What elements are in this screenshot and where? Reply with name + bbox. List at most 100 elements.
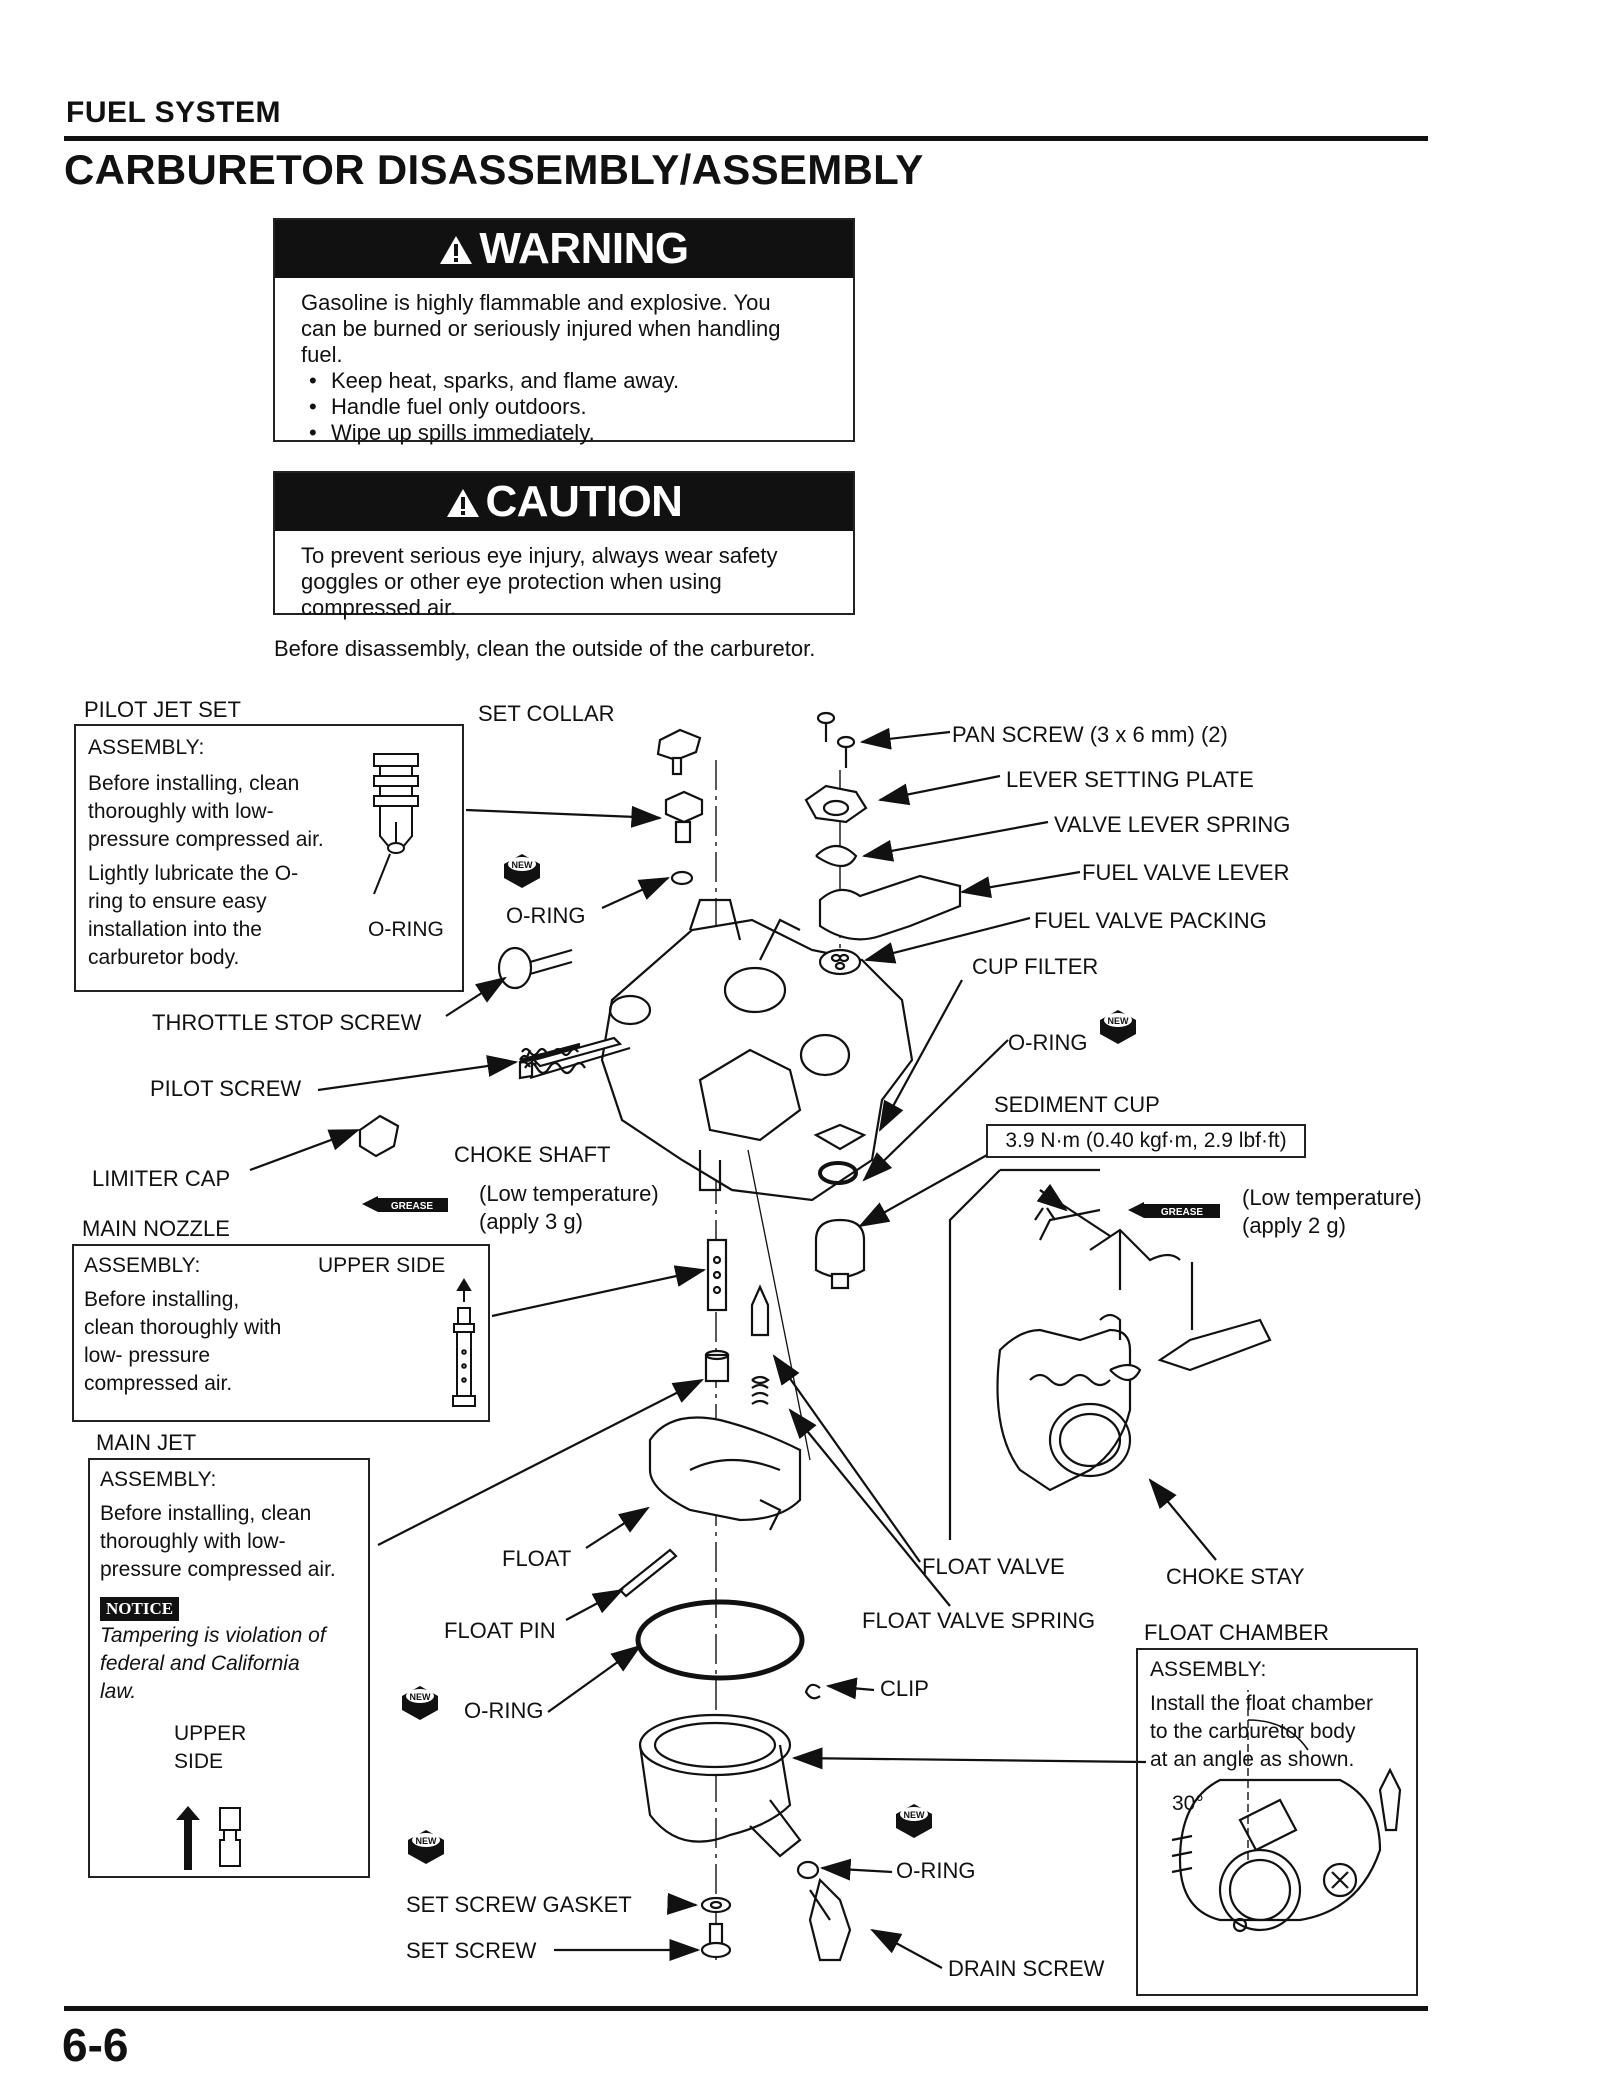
caution-line: To prevent serious eye injury, always we… (301, 543, 778, 568)
grease-icon: GREASE (1126, 1196, 1226, 1229)
warning-line: fuel. (301, 342, 343, 367)
section-header: FUEL SYSTEM (66, 96, 281, 129)
clip-label: CLIP (880, 1676, 929, 1701)
pilot-screw-label: PILOT SCREW (150, 1076, 302, 1101)
main-jet-assembly-box: ASSEMBLY: Before installing, clean thoro… (88, 1458, 370, 1878)
set-screw-label: SET SCREW (406, 1938, 537, 1963)
set-screw-gasket-label: SET SCREW GASKET (406, 1892, 632, 1917)
pilot-jet-oring-label: O-RING (368, 918, 444, 941)
pilot-jet-line: Lightly lubricate the O- (88, 862, 299, 885)
warning-bullets: Keep heat, sparks, and flame away. Handl… (301, 368, 827, 446)
set-collar-label: SET COLLAR (478, 701, 615, 726)
new-part-icon: NEW (504, 854, 540, 888)
pilot-jet-assembly-heading: ASSEMBLY: (88, 736, 205, 759)
float-pin-label: FLOAT PIN (444, 1618, 556, 1643)
lever-setting-plate-label: LEVER SETTING PLATE (1006, 767, 1254, 792)
svg-text:NEW: NEW (410, 1692, 432, 1702)
page-title: CARBURETOR DISASSEMBLY/ASSEMBLY (64, 146, 924, 193)
pilot-jet-set-label: PILOT JET SET (84, 697, 241, 722)
float-valve-label: FLOAT VALVE (922, 1554, 1065, 1579)
main-nozzle-line: low- pressure (84, 1344, 211, 1367)
sediment-cup-label: SEDIMENT CUP (994, 1092, 1160, 1117)
main-jet-line: thoroughly with low- (100, 1530, 286, 1553)
main-nozzle-line: Before installing, (84, 1288, 240, 1311)
angle-label: 30° (1172, 1792, 1204, 1815)
new-part-icon: NEW (408, 1830, 444, 1864)
fuel-valve-packing-label: FUEL VALVE PACKING (1034, 908, 1267, 933)
warning-bullet: Wipe up spills immediately. (309, 420, 827, 446)
main-nozzle-assembly-box: ASSEMBLY: UPPER SIDE Before installing, … (72, 1244, 490, 1422)
main-jet-label: MAIN JET (96, 1430, 197, 1455)
float-chamber-line: to the carburetor body (1150, 1720, 1356, 1743)
svg-text:NEW: NEW (416, 1836, 438, 1846)
warning-triangle-icon (439, 222, 473, 280)
main-nozzle-line: compressed air. (84, 1372, 233, 1395)
float-chamber-assembly-heading: ASSEMBLY: (1150, 1658, 1267, 1681)
warning-banner-text: WARNING (479, 224, 689, 273)
grease-icon: GREASE (360, 1190, 452, 1223)
o-ring-drain-label: O-RING (896, 1858, 976, 1883)
caution-banner: CAUTION (275, 473, 853, 531)
caution-text: To prevent serious eye injury, always we… (275, 531, 853, 633)
main-nozzle-assembly-heading: ASSEMBLY: (84, 1254, 201, 1277)
pilot-jet-line: ring to ensure easy (88, 890, 267, 913)
float-chamber-assembly-box: ASSEMBLY: Install the float chamber to t… (1136, 1648, 1418, 1996)
header-rule (64, 136, 1428, 141)
svg-text:NEW: NEW (512, 860, 534, 870)
svg-text:GREASE: GREASE (391, 1201, 434, 1212)
caution-box: CAUTION To prevent serious eye injury, a… (273, 471, 855, 620)
main-nozzle-icon (452, 1278, 476, 1407)
warning-line: Gasoline is highly flammable and explosi… (301, 290, 771, 315)
valve-lever-spring-label: VALVE LEVER SPRING (1054, 812, 1291, 837)
low-temp-line: (Low temperature) (1242, 1185, 1422, 1210)
caution-line: compressed air. (301, 595, 457, 620)
main-nozzle-line: clean thoroughly with (84, 1316, 282, 1339)
main-jet-icon (176, 1806, 241, 1870)
caution-triangle-icon (446, 475, 480, 533)
main-nozzle-upper-side: UPPER SIDE (318, 1254, 446, 1277)
cup-filter-label: CUP FILTER (972, 954, 1099, 979)
footer-rule (64, 2006, 1428, 2011)
float-chamber-line: Install the float chamber (1150, 1692, 1373, 1715)
svg-text:NEW: NEW (1108, 1016, 1130, 1026)
warning-bullet: Handle fuel only outdoors. (309, 394, 827, 420)
float-chamber-label: FLOAT CHAMBER (1144, 1620, 1329, 1645)
main-jet-upper-line: SIDE (174, 1750, 224, 1773)
low-temp-line: (apply 3 g) (479, 1209, 583, 1234)
torque-spec: 3.9 N·m (0.40 kgf·m, 2.9 lbf·ft) (986, 1124, 1306, 1158)
tamper-line: Tampering is violation of (100, 1624, 326, 1647)
o-ring-bottom-label: O-RING (464, 1698, 544, 1723)
main-nozzle-label: MAIN NOZZLE (82, 1216, 230, 1241)
pan-screw-label: PAN SCREW (3 x 6 mm) (2) (952, 722, 1228, 747)
o-ring-top-label: O-RING (506, 903, 586, 928)
choke-stay-label: CHOKE STAY (1166, 1564, 1305, 1589)
float-valve-spring-label: FLOAT VALVE SPRING (862, 1608, 1096, 1633)
fuel-valve-lever-label: FUEL VALVE LEVER (1082, 860, 1290, 885)
svg-text:NEW: NEW (904, 1810, 926, 1820)
pilot-jet-assembly-box: ASSEMBLY: Before installing, clean thoro… (74, 724, 464, 992)
warning-text: Gasoline is highly flammable and explosi… (275, 278, 853, 458)
warning-banner: WARNING (275, 220, 853, 278)
low-temp-line: (apply 2 g) (1242, 1213, 1346, 1238)
warning-box: WARNING Gasoline is highly flammable and… (273, 218, 855, 446)
o-ring-right-label: O-RING (1008, 1030, 1088, 1055)
new-part-icon: NEW (896, 1804, 932, 1838)
page-number: 6-6 (62, 2019, 129, 2071)
pilot-jet-line: Before installing, clean (88, 772, 300, 795)
caution-line: goggles or other eye protection when usi… (301, 569, 722, 594)
limiter-cap-label: LIMITER CAP (92, 1166, 231, 1191)
notice-badge: NOTICE (100, 1597, 180, 1621)
caution-banner-text: CAUTION (485, 477, 683, 526)
float-chamber-line: at an angle as shown. (1150, 1748, 1355, 1771)
main-jet-line: Before installing, clean (100, 1502, 312, 1525)
low-temp-note-1: (Low temperature) (apply 3 g) (479, 1180, 659, 1236)
low-temp-line: (Low temperature) (479, 1181, 659, 1206)
main-jet-upper-line: UPPER (174, 1722, 247, 1745)
intro-text: Before disassembly, clean the outside of… (274, 636, 816, 661)
svg-text:GREASE: GREASE (1161, 1207, 1204, 1218)
low-temp-note-2: (Low temperature) (apply 2 g) (1242, 1184, 1422, 1240)
new-part-icon: NEW (402, 1686, 438, 1720)
warning-line: can be burned or seriously injured when … (301, 316, 781, 341)
main-jet-assembly-heading: ASSEMBLY: (100, 1468, 217, 1491)
